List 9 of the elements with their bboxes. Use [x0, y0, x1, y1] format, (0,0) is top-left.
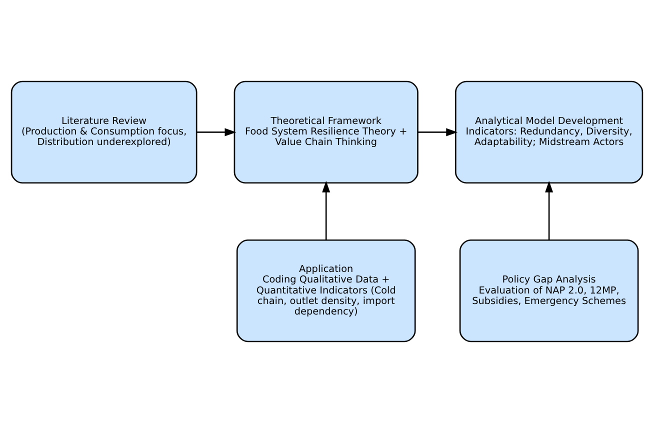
arrow	[322, 180, 330, 240]
node-box: Analytical Model Development Indicators: Redundancy, Diversity, Adaptability; Midstream Actors	[455, 80, 644, 184]
arrow	[545, 180, 554, 240]
arrow	[418, 128, 458, 136]
node-box: Theoretical Framework Food System Resilience Theory + Value Chain Thinking	[234, 80, 418, 184]
node-box: Application Coding Qualitative Data + Quantitative Indicators (Cold chain, outlet density, import dependency)	[236, 239, 416, 342]
node-box: Literature Review (Production & Consumption focus, Distribution underexplored)	[10, 80, 198, 184]
node-box: Policy Gap Analysis Evaluation of NAP 2.0, 12MP, Subsidies, Emergency Schemes	[459, 239, 639, 342]
arrow	[196, 128, 236, 136]
